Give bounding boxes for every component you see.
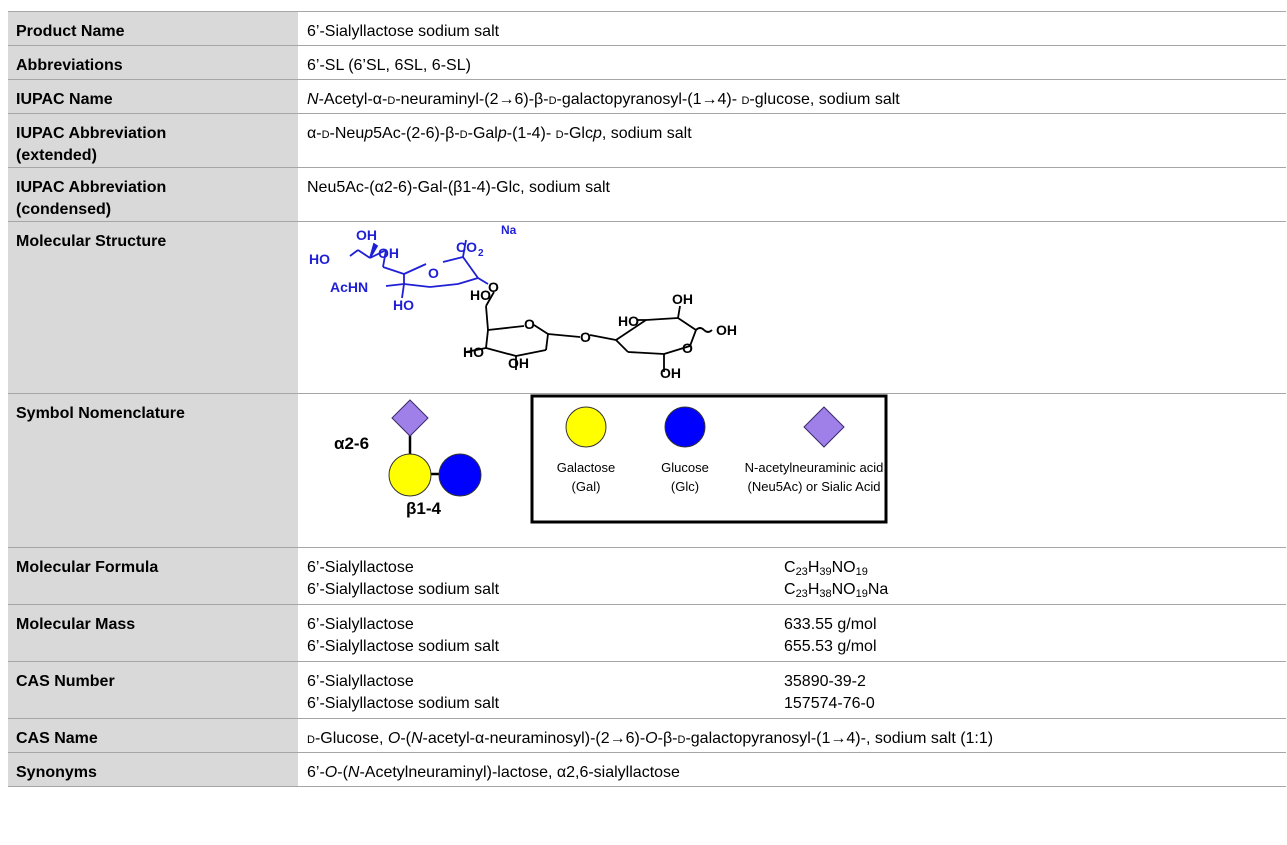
linkage-alpha2-6: α2-6	[334, 434, 369, 453]
atom-achn: AcHN	[330, 279, 368, 295]
value-symbol-nomenclature: α2-6 β1-4 Galactose (Gal) Glucose (Glc) …	[298, 393, 1286, 548]
label-synonyms: Synonyms	[8, 752, 298, 787]
atom-gal-o: O	[524, 316, 535, 332]
legend-glucose-icon	[664, 406, 706, 448]
atom-ring-o: O	[428, 265, 439, 281]
formula-sodium-salt: C23H38NO19Na	[784, 581, 889, 600]
atom-glyco-o: O	[580, 329, 591, 345]
atom-oh-glc-right: OH	[716, 322, 737, 338]
value-synonyms: 6’-O-(N-Acetylneuraminyl)-lactose, α2,6-…	[298, 752, 1286, 787]
symbol-nomenclature-diagram: α2-6 β1-4 Galactose (Gal) Glucose (Glc) …	[334, 394, 888, 524]
legend-sialic-abbrev: (Neu5Ac) or Sialic Acid	[748, 479, 881, 494]
row-molecular-structure: Molecular Structure	[8, 221, 1286, 394]
value-abbreviations: 6’-SL (6’SL, 6SL, 6-SL)	[298, 45, 1286, 80]
legend-glucose-name: Glucose	[661, 460, 709, 475]
value-iupac-abbreviation-condensed: Neu5Ac-(α2-6)-Gal-(β1-4)-Glc, sodium sal…	[298, 167, 1286, 222]
atom-oh-glc-bottom: OH	[660, 365, 681, 381]
atom-na: Na	[501, 223, 517, 237]
legend-galactose-abbrev: (Gal)	[572, 479, 601, 494]
label-iupac-abbreviation-condensed: IUPAC Abbreviation(condensed)	[8, 167, 298, 222]
legend-galactose-name: Galactose	[557, 460, 616, 475]
label-molecular-structure: Molecular Structure	[8, 221, 298, 394]
label-iupac-abbreviation-extended: IUPAC Abbreviation(extended)	[8, 113, 298, 168]
atom-co2: CO	[456, 239, 477, 255]
label-iupac-name: IUPAC Name	[8, 79, 298, 114]
glucose-circle	[438, 453, 482, 497]
label-cas-name: CAS Name	[8, 718, 298, 753]
value-product-name: 6’-Sialyllactose sodium salt	[298, 11, 1286, 46]
atom-ho-ring: HO	[393, 297, 414, 313]
label-symbol-nomenclature: Symbol Nomenclature	[8, 393, 298, 548]
row-symbol-nomenclature: Symbol Nomenclature α2-6 β1-4 Galactose …	[8, 393, 1286, 548]
row-cas-name: CAS Name d-Glucose, O-(N-acetyl-α-neuram…	[8, 718, 1286, 753]
product-spec-table: Product Name 6’-Sialyllactose sodium sal…	[8, 11, 1286, 787]
row-iupac-name: IUPAC Name N-Acetyl-α-d-neuraminyl-(2→6)…	[8, 79, 1286, 114]
row-iupac-abbreviation-condensed: IUPAC Abbreviation(condensed) Neu5Ac-(α2…	[8, 167, 1286, 222]
atom-oh-2: OH	[378, 245, 399, 261]
atom-oh-glc-top: OH	[672, 291, 693, 307]
row-synonyms: Synonyms 6’-O-(N-Acetylneuraminyl)-lacto…	[8, 752, 1286, 787]
label-molecular-formula: Molecular Formula	[8, 547, 298, 605]
row-abbreviations: Abbreviations 6’-SL (6’SL, 6SL, 6-SL)	[8, 45, 1286, 80]
molecular-structure-diagram: OH Na HO OH CO 2 O AcHN HO O HO OH OH O …	[309, 223, 737, 381]
legend-glucose-abbrev: (Glc)	[671, 479, 699, 494]
atom-ho-mid: HO	[470, 287, 491, 303]
linkage-beta1-4: β1-4	[406, 499, 441, 518]
value-molecular-structure: OH Na HO OH CO 2 O AcHN HO O HO OH OH O …	[298, 221, 1286, 394]
formula-free-acid: C23H39NO19	[784, 559, 868, 578]
atom-co2-sub: 2	[478, 248, 484, 259]
label-abbreviations: Abbreviations	[8, 45, 298, 80]
legend-galactose-icon	[565, 406, 607, 448]
label-cas-number: CAS Number	[8, 661, 298, 719]
atom-oh-top: OH	[356, 227, 377, 243]
value-iupac-abbreviation-extended: α-d-Neup5Ac-(2-6)-β-d-Galp-(1-4)- d-Glcp…	[298, 113, 1286, 168]
atom-ho-bottom: HO	[463, 344, 484, 360]
row-iupac-abbreviation-extended: IUPAC Abbreviation(extended) α-d-Neup5Ac…	[8, 113, 1286, 168]
legend-box	[530, 394, 888, 524]
legend-sialic-acid-icon	[803, 406, 845, 448]
value-cas-name: d-Glucose, O-(N-acetyl-α-neuraminosyl)-(…	[298, 718, 1286, 753]
sialic-acid-diamond	[391, 399, 429, 437]
label-molecular-mass: Molecular Mass	[8, 604, 298, 662]
atom-ho-gal-left: HO	[618, 313, 639, 329]
label-product-name: Product Name	[8, 11, 298, 46]
atom-ho-left: HO	[309, 251, 330, 267]
atom-link-o: O	[488, 279, 499, 295]
value-iupac-name: N-Acetyl-α-d-neuraminyl-(2→6)-β-d-galact…	[298, 79, 1286, 114]
galactose-circle	[388, 453, 432, 497]
row-product-name: Product Name 6’-Sialyllactose sodium sal…	[8, 11, 1286, 46]
legend-sialic-name: N-acetylneuraminic acid	[745, 460, 884, 475]
atom-glc-o: O	[682, 340, 693, 356]
atom-oh-gal-bottom: OH	[508, 355, 529, 371]
